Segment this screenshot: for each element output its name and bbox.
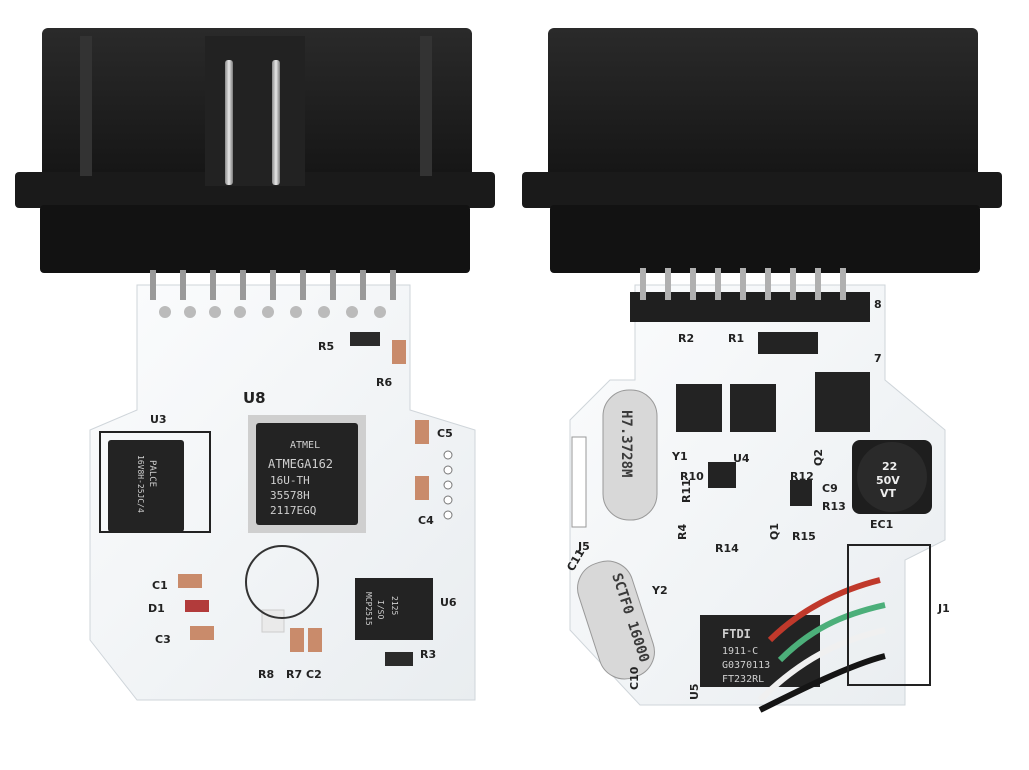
cap-line-3: VT [880, 487, 897, 500]
silk-c5: C5 [437, 427, 453, 440]
ftdi-line-2: 1911-C [722, 646, 758, 657]
mcu-logo: ATMEL [290, 440, 320, 451]
left-header-pins [150, 270, 396, 318]
cap-line-2: 50V [876, 474, 900, 487]
right-header-pins [630, 268, 870, 322]
silk-r2: R2 [678, 332, 694, 345]
silk-r8: R8 [258, 668, 274, 681]
right-capacitor-ec1: 22 50V VT [852, 440, 932, 514]
mcu-line-1: ATMEGA162 [268, 457, 333, 471]
left-mcu-u8: ATMEL ATMEGA162 16U-TH 35578H 2117EGQ [248, 415, 366, 533]
left-chip-u6: MCP2515 I/SO 2125 [355, 578, 433, 640]
silk-ec1: EC1 [870, 518, 893, 531]
silk-u4: U4 [733, 452, 750, 465]
silk-r1: R1 [728, 332, 744, 345]
mcu-line-4: 2117EGQ [270, 504, 316, 517]
ftdi-line-1: FTDI [722, 627, 751, 641]
silk-r6: R6 [376, 376, 392, 389]
u6-line-1: MCP2515 [364, 592, 373, 626]
left-chip-u3: PALCE 16V8H-25JC/4 [99, 431, 211, 533]
right-usb-wires [757, 577, 886, 713]
ftdi-line-3: G0370113 [722, 660, 770, 671]
silk-q2: Q2 [812, 449, 825, 466]
silk-j1: J1 [937, 602, 950, 615]
mcu-line-2: 16U-TH [270, 474, 310, 487]
u6-line-3: 2125 [390, 596, 399, 615]
u6-line-2: I/SO [376, 600, 385, 619]
silk-r12: R12 [790, 470, 814, 483]
mcu-line-3: 35578H [270, 489, 310, 502]
silk-u5: U5 [688, 683, 701, 700]
u3-line-1: PALCE [147, 460, 157, 487]
silk-7: 7 [874, 352, 882, 365]
silk-r5: R5 [318, 340, 334, 353]
right-ftdi-chip: FTDI 1911-C G0370113 FT232RL [700, 615, 820, 687]
silk-c9: C9 [822, 482, 838, 495]
right-obd-connector [522, 28, 1002, 273]
u3-line-2: 16V8H-25JC/4 [136, 455, 145, 513]
silk-8: 8 [874, 298, 882, 311]
silk-r3: R3 [420, 648, 436, 661]
silk-d1: D1 [148, 602, 165, 615]
silk-c1: C1 [152, 579, 168, 592]
crystal-y1-text: H7.3728M [618, 410, 634, 477]
silk-r15: R15 [792, 530, 816, 543]
right-crystal-y1: H7.3728M [602, 389, 658, 521]
silk-c2: C2 [306, 668, 322, 681]
silk-c4: C4 [418, 514, 434, 527]
left-unit: ATMEL ATMEGA162 16U-TH 35578H 2117EGQ U8… [15, 28, 495, 701]
right-unit: 8 7 H7.3728M SCTF0 16000 FTDI 1911-C G03… [522, 28, 1002, 713]
silk-u3: U3 [150, 413, 167, 426]
silk-r4: R4 [676, 524, 689, 540]
silk-j5: J5 [577, 540, 590, 553]
silk-r13: R13 [822, 500, 846, 513]
silk-y1: Y1 [671, 450, 688, 463]
silk-r7: R7 [286, 668, 302, 681]
silk-q1: Q1 [768, 523, 781, 540]
silk-c10: C10 [628, 666, 641, 690]
silk-y2: Y2 [651, 584, 668, 597]
silk-r10: R10 [680, 470, 704, 483]
silk-c3: C3 [155, 633, 171, 646]
silk-r11: R11 [680, 479, 693, 503]
ftdi-line-4: FT232RL [722, 674, 764, 685]
silk-u6: U6 [440, 596, 457, 609]
left-obd-connector [15, 28, 495, 273]
silk-r14: R14 [715, 542, 739, 555]
cap-line-1: 22 [882, 460, 897, 473]
silk-u8: U8 [243, 389, 266, 407]
